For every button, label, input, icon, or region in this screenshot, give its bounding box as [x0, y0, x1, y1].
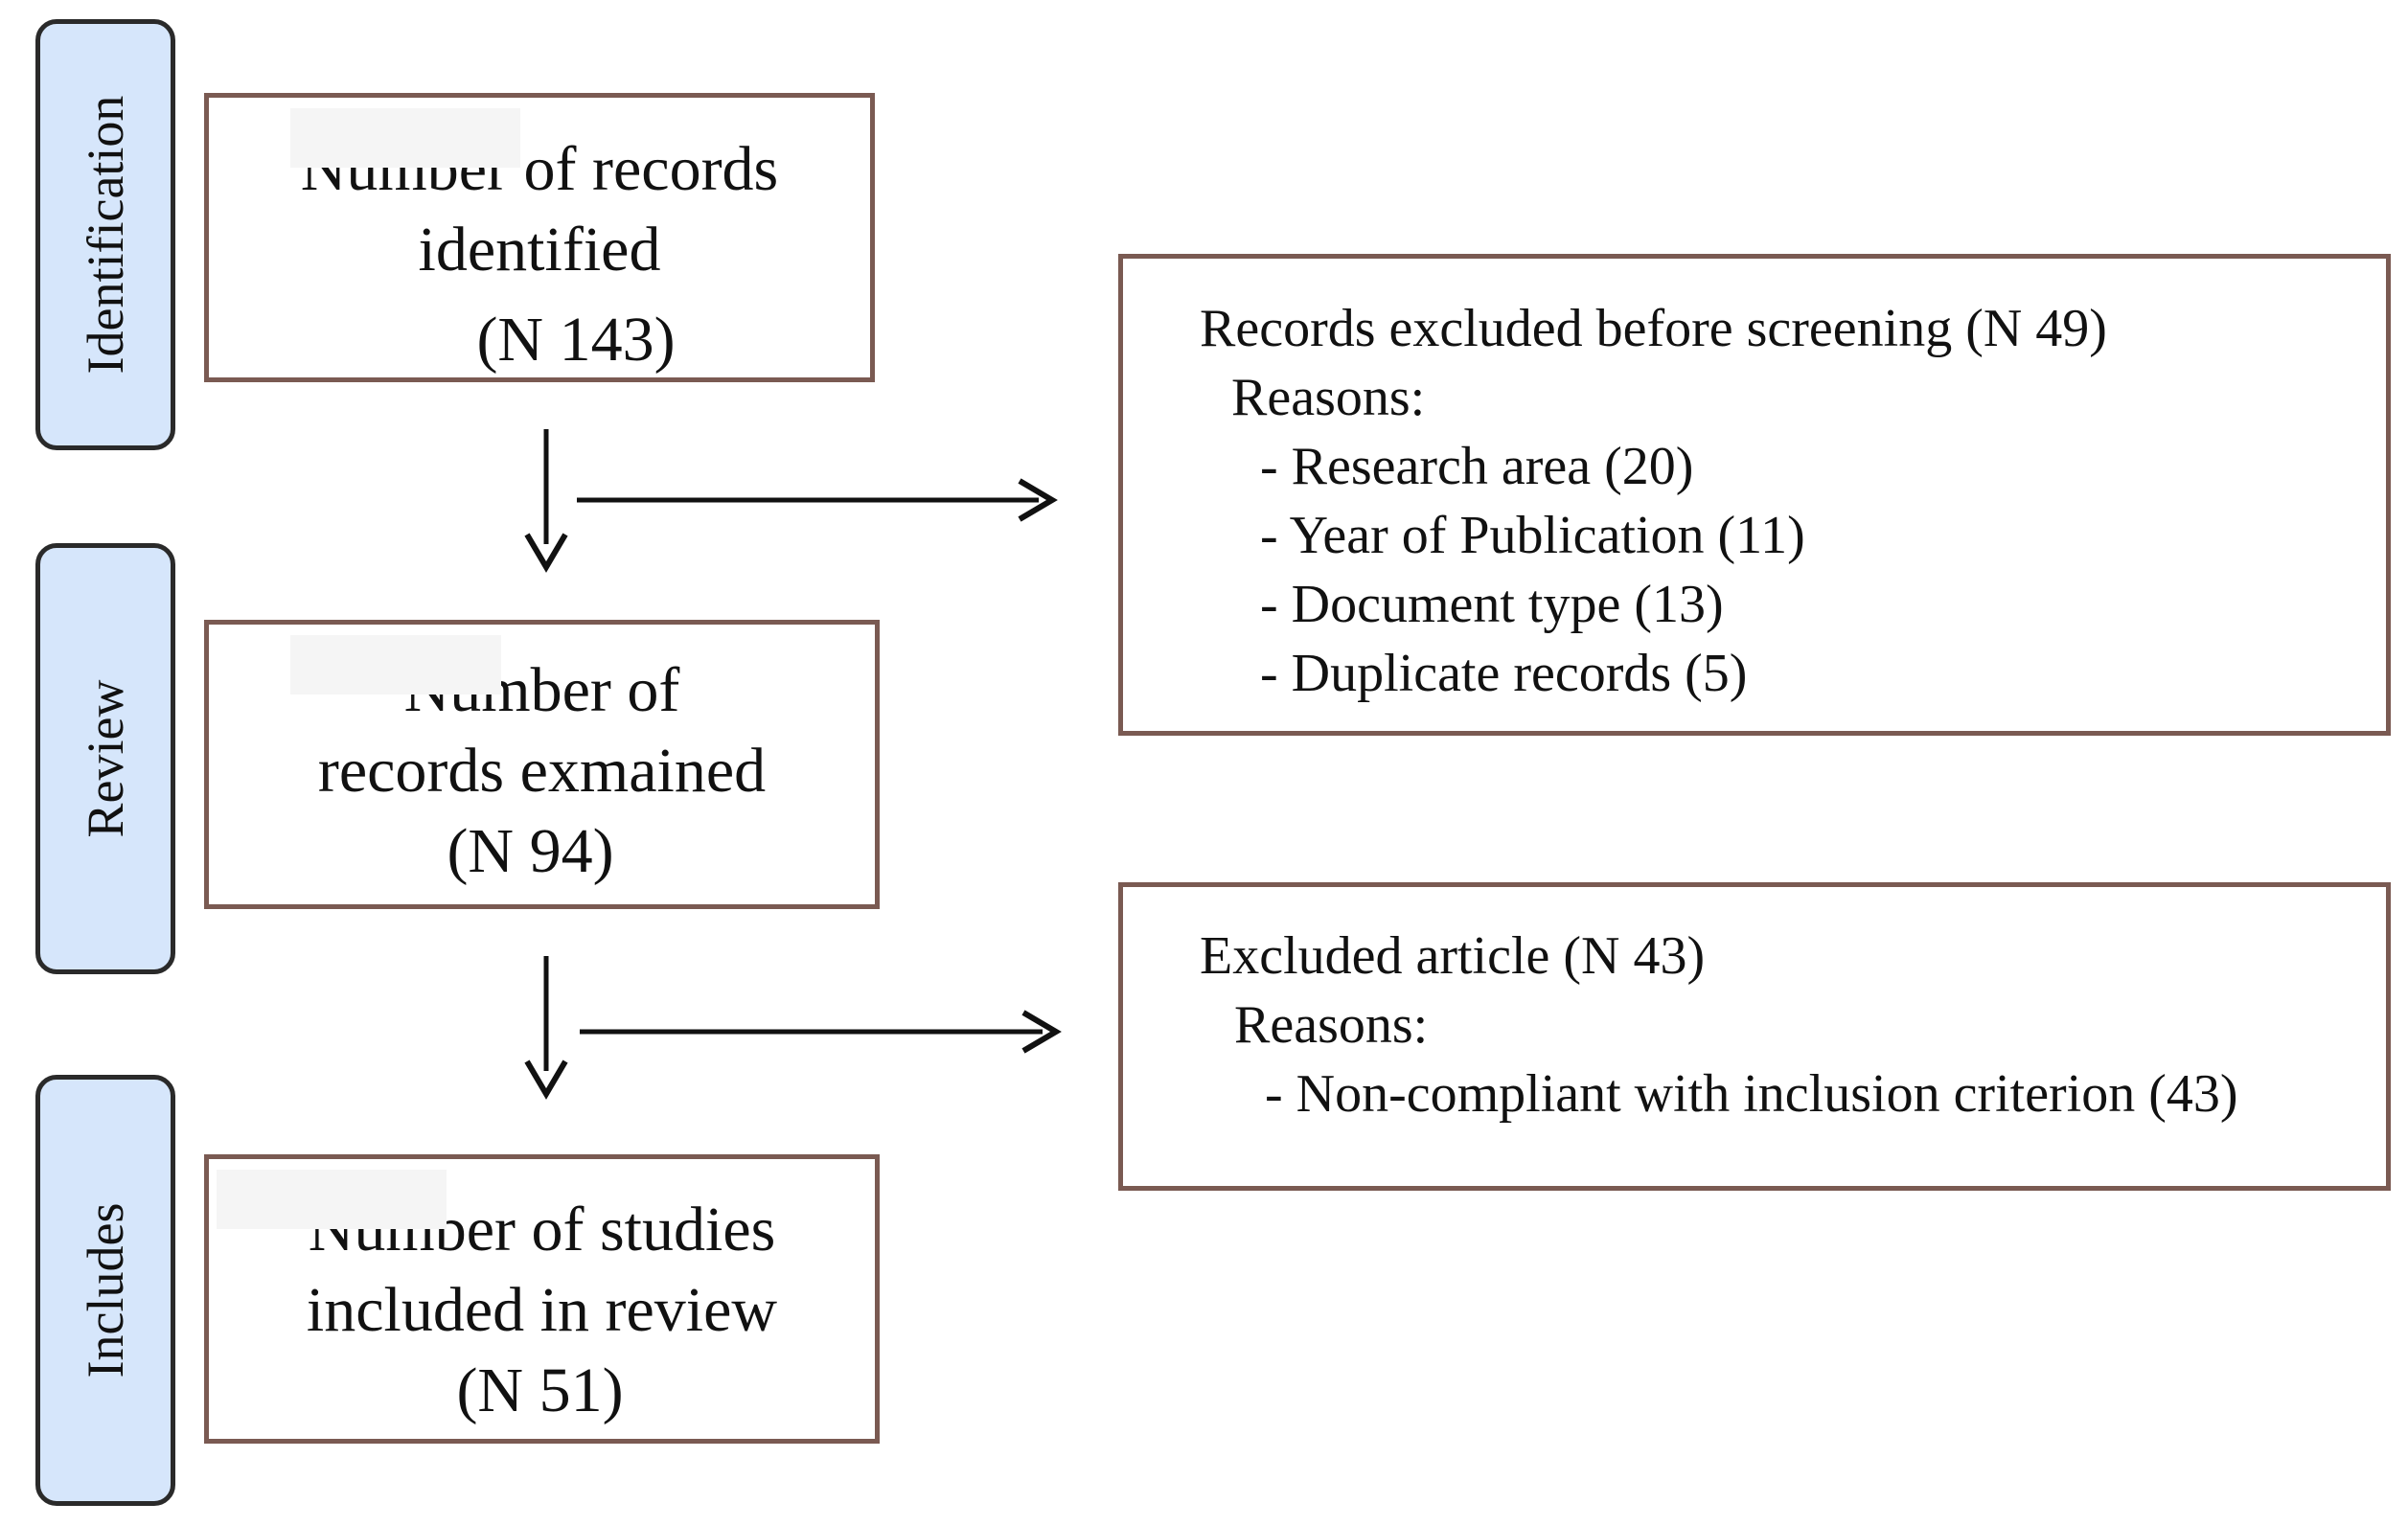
highlight-band [217, 1170, 447, 1229]
arrow-to-excluded-articles [580, 1010, 1062, 1054]
arrow-to-excluded-before-screening [577, 478, 1058, 522]
exclusion-reason-item: - Document type (13) [1260, 575, 1724, 634]
records-examined-count: (N 94) [447, 816, 614, 886]
excluded-articles-reasons-label: Reasons: [1234, 995, 1429, 1055]
records-identified-count: (N 143) [476, 305, 676, 375]
studies-included-count: (N 51) [456, 1355, 624, 1425]
studies-included-line2: included in review [306, 1275, 778, 1345]
exclusion-reason-item: - Duplicate records (5) [1260, 644, 1748, 703]
excluded-before-screening-box: Records excluded before screening (N 49)… [1118, 254, 2391, 736]
exclusion-reason-item: - Research area (20) [1260, 437, 1694, 496]
arrow-identified-to-examined [524, 429, 568, 573]
records-identified-line2: identified [418, 215, 661, 285]
excluded-before-screening-title: Records excluded before screening (N 49) [1200, 299, 2107, 358]
records-examined-line2: records exmained [317, 736, 767, 806]
excluded-articles-title: Excluded article (N 43) [1200, 926, 1706, 986]
excluded-before-screening-reasons-label: Reasons: [1231, 368, 1426, 427]
highlight-band [290, 108, 520, 168]
excluded-articles-box: Excluded article (N 43) Reasons: - Non-c… [1118, 882, 2391, 1191]
stage-label-review: Review [35, 543, 175, 974]
highlight-band [290, 635, 501, 695]
records-identified-box: Number of records identified (N 143) [204, 93, 875, 382]
exclusion-reason-item: - Year of Publication (11) [1260, 506, 1805, 565]
stage-label-identification: Identification [35, 19, 175, 450]
stage-label-includes: Includes [35, 1075, 175, 1506]
exclusion-reason-item: - Non-compliant with inclusion criterion… [1265, 1064, 2238, 1124]
studies-included-box: Number of studies included in review (N … [204, 1154, 880, 1444]
records-examined-box: Number of records exmained (N 94) [204, 620, 880, 909]
arrow-examined-to-included [524, 956, 568, 1100]
